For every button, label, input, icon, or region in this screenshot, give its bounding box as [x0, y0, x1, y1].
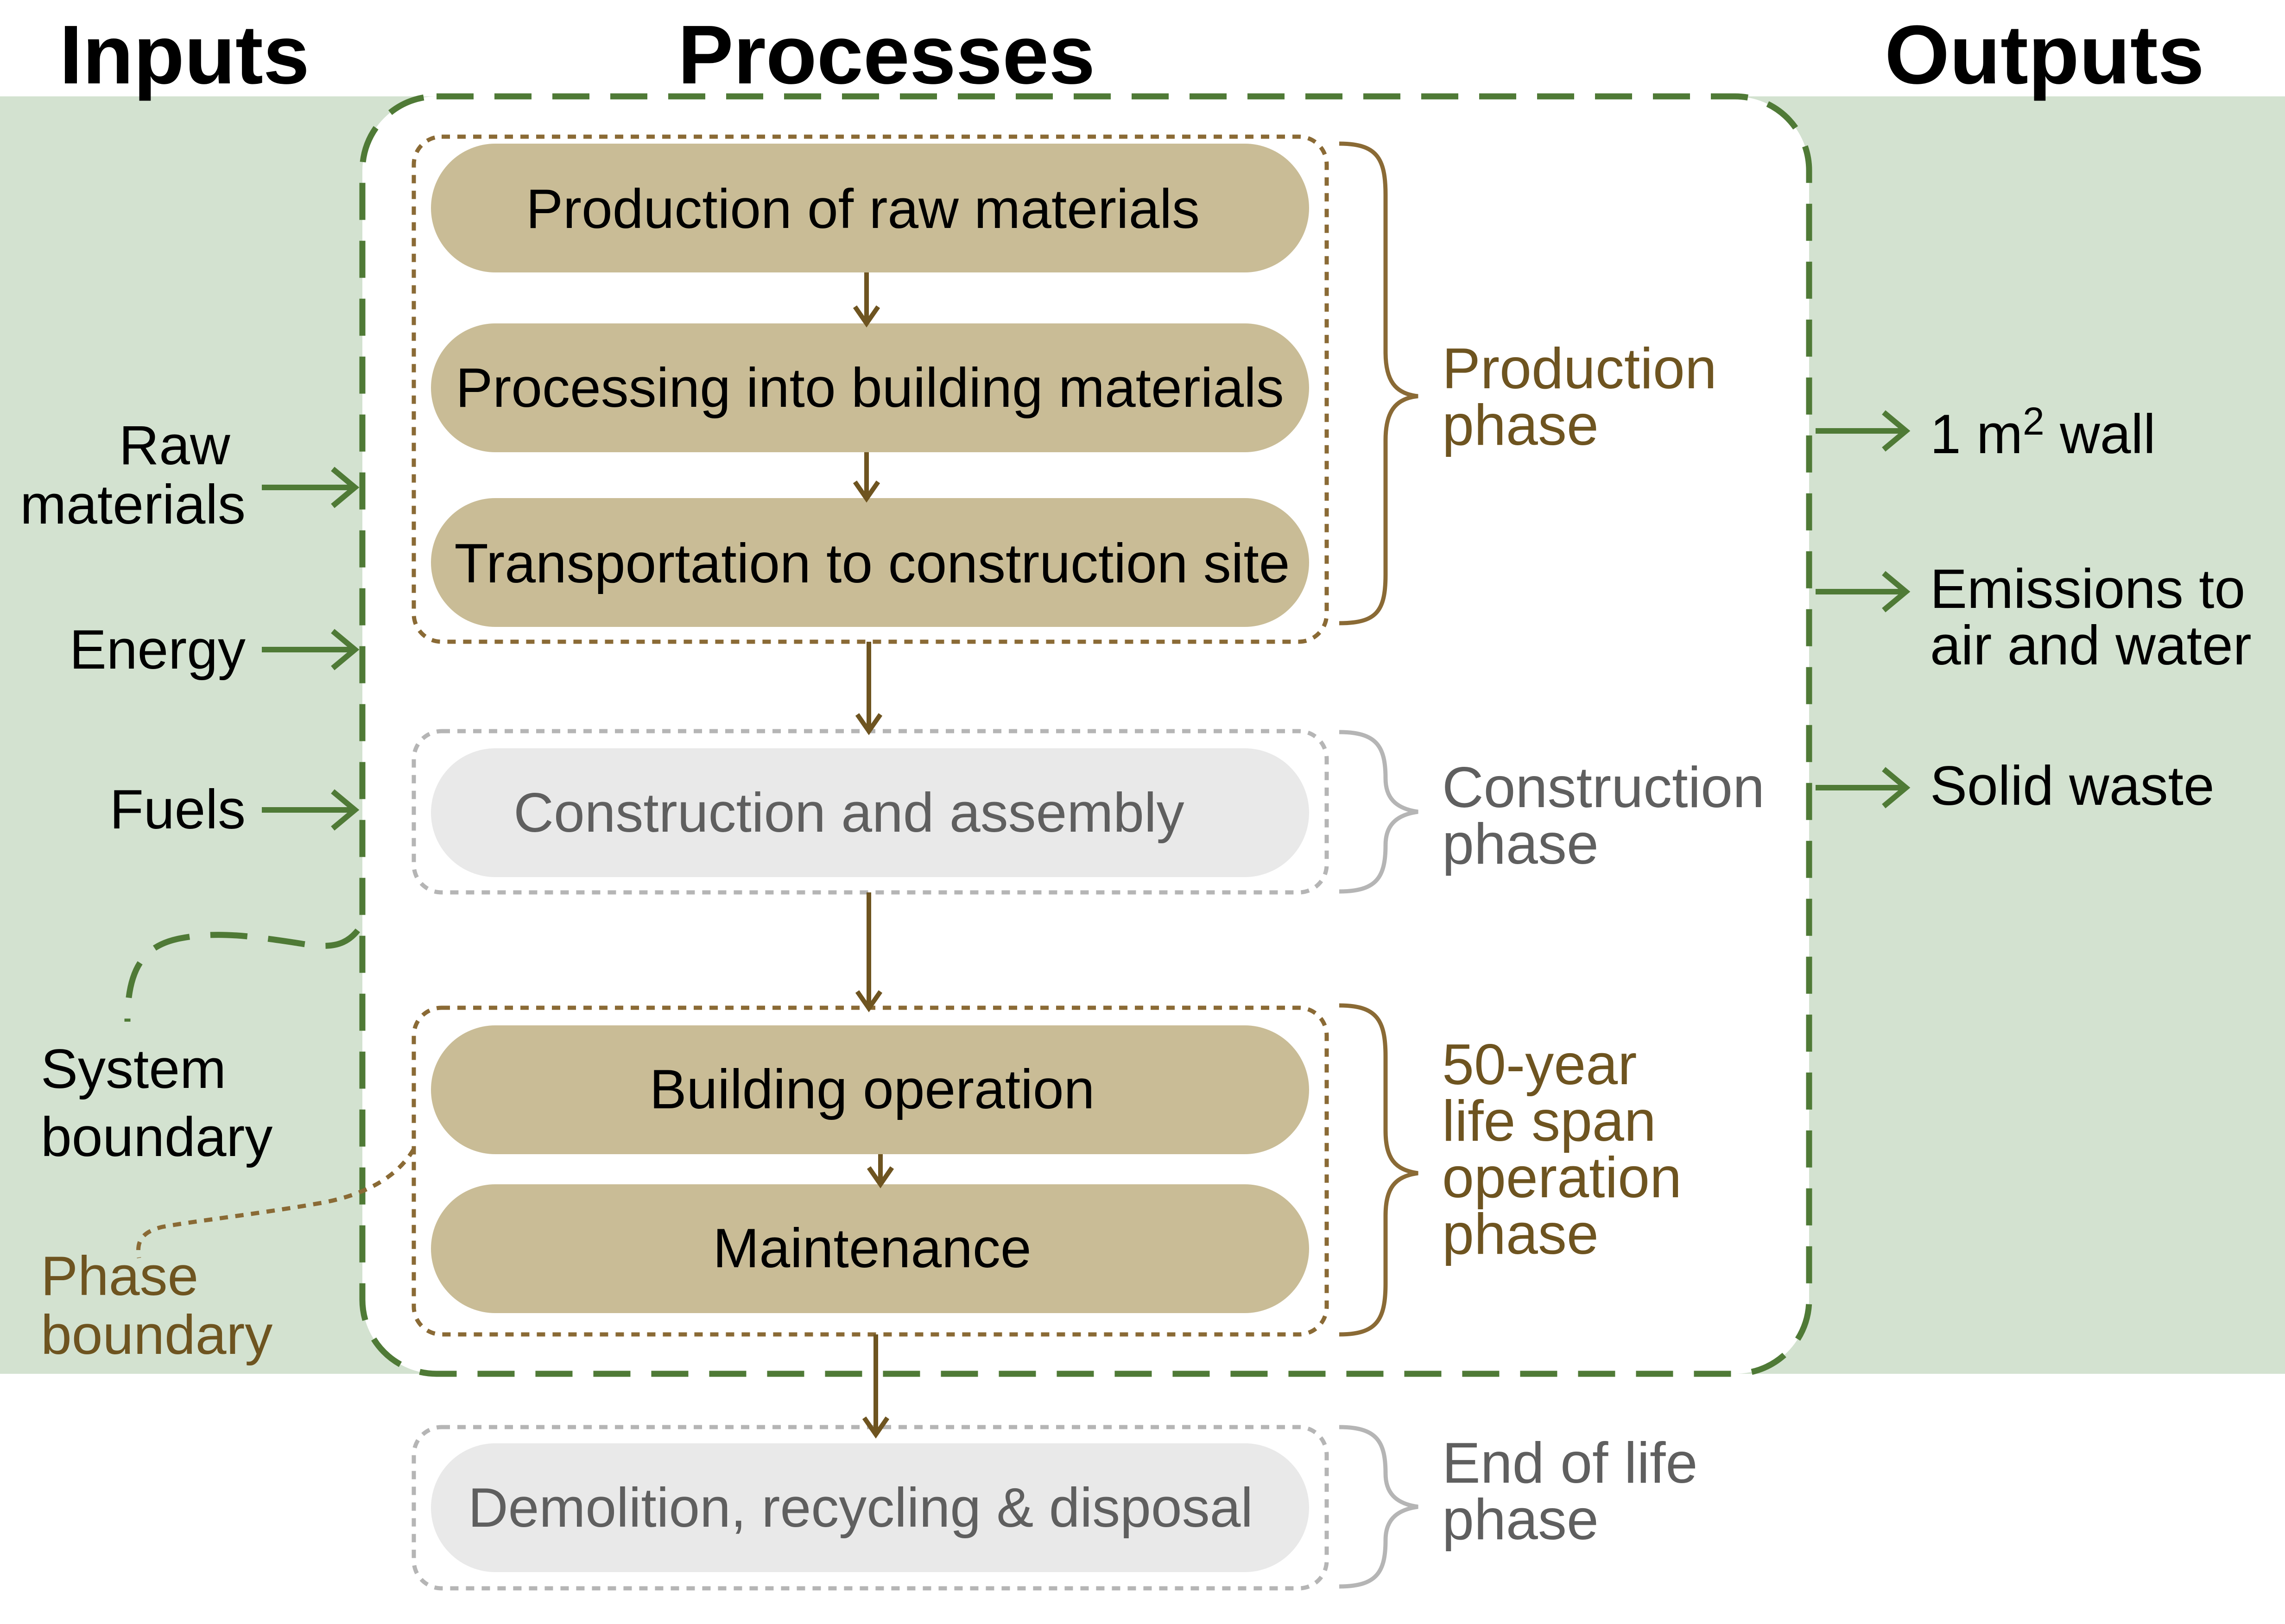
output-label-superscript: 2	[2023, 399, 2044, 443]
output-solid-waste: Solid waste	[1930, 755, 2215, 817]
process-processing-building-materials: Processing into building materials	[431, 323, 1309, 452]
input-arrow	[262, 467, 360, 508]
phase-boundary-legend-label: Phase boundary	[41, 1245, 272, 1366]
output-arrows	[1816, 410, 1911, 809]
output-label-part: wall	[2044, 403, 2156, 465]
phase-label-line: phase	[1442, 812, 1599, 876]
phase-label-line: End of life	[1442, 1431, 1697, 1495]
outputs-header: Outputs	[1885, 8, 2204, 101]
process-label: Transportation to construction site	[454, 532, 1290, 594]
production-phase-label: Production phase	[1442, 337, 1733, 457]
process-label: Maintenance	[713, 1217, 1031, 1279]
process-label: Production of raw materials	[526, 178, 1200, 240]
output-wall: 1 m2 wall	[1930, 399, 2156, 465]
process-label: Construction and assembly	[513, 782, 1184, 844]
phase-boundary-legend-line	[136, 1148, 416, 1258]
legend-label-line: Phase	[41, 1245, 198, 1307]
system-boundary-legend-line	[124, 928, 361, 1022]
flow-arrow	[855, 642, 883, 735]
input-fuels: Fuels	[110, 778, 246, 840]
input-raw-materials: Raw materials	[20, 414, 246, 536]
output-arrow	[1816, 767, 1911, 809]
input-label-line: Raw	[119, 414, 230, 476]
end-of-life-phase-label: End of life phase	[1442, 1431, 1714, 1552]
legend-label-line: boundary	[41, 1304, 272, 1366]
production-phase-boundary	[411, 134, 1329, 644]
construction-phase-label: Construction phase	[1442, 756, 1781, 876]
input-arrow	[262, 629, 360, 670]
production-phase-brace	[1339, 141, 1418, 626]
legend-label-line: System	[41, 1038, 226, 1100]
flow-arrow	[867, 1154, 894, 1188]
input-arrow	[262, 789, 360, 831]
flow-arrow	[862, 1334, 890, 1439]
phase-label-line: Production	[1442, 337, 1717, 401]
input-energy: Energy	[70, 619, 246, 681]
output-label-line: air and water	[1930, 614, 2252, 676]
system-boundary-legend-label: System boundary	[41, 1038, 272, 1168]
output-label-part: 1 m	[1930, 403, 2023, 465]
process-transportation: Transportation to construction site	[431, 498, 1309, 627]
process-label: Building operation	[650, 1058, 1095, 1120]
output-emissions: Emissions to air and water	[1930, 558, 2261, 676]
flow-arrow	[853, 272, 880, 328]
flow-arrow	[853, 452, 880, 503]
input-label-line: materials	[20, 474, 246, 536]
process-building-operation: Building operation	[431, 1025, 1309, 1154]
process-label: Processing into building materials	[456, 357, 1284, 419]
phase-label-line: operation	[1442, 1146, 1682, 1210]
output-arrow	[1816, 410, 1911, 452]
inputs-header: Inputs	[59, 8, 310, 101]
end-of-life-phase-brace	[1339, 1425, 1418, 1589]
process-flow-arrows	[853, 272, 894, 1439]
operation-phase-label: 50-year life span operation phase	[1442, 1033, 1698, 1266]
output-label-line: Solid waste	[1930, 755, 2215, 817]
phase-label-line: Construction	[1442, 756, 1765, 820]
operation-phase-brace	[1339, 1003, 1418, 1337]
phase-label-line: phase	[1442, 1202, 1599, 1266]
flow-arrow	[855, 892, 883, 1012]
phase-label-line: phase	[1442, 393, 1599, 457]
input-label-line: Energy	[70, 619, 246, 681]
input-arrows	[262, 467, 360, 831]
phase-label-line: phase	[1442, 1488, 1599, 1552]
phase-label-line: life span	[1442, 1089, 1656, 1153]
process-demolition: Demolition, recycling & disposal	[431, 1443, 1309, 1572]
output-label-line: Emissions to	[1930, 558, 2245, 620]
input-label-line: Fuels	[110, 778, 246, 840]
processes-header: Processes	[678, 8, 1095, 101]
construction-phase-brace	[1339, 730, 1418, 894]
process-construction-assembly: Construction and assembly	[431, 748, 1309, 877]
process-maintenance: Maintenance	[431, 1184, 1309, 1313]
phase-label-line: 50-year	[1442, 1033, 1637, 1097]
output-arrow	[1816, 571, 1911, 613]
system-boundary	[359, 93, 1812, 1377]
process-production-raw-materials: Production of raw materials	[431, 144, 1309, 272]
legend-label-line: boundary	[41, 1106, 272, 1168]
process-label: Demolition, recycling & disposal	[468, 1477, 1253, 1539]
